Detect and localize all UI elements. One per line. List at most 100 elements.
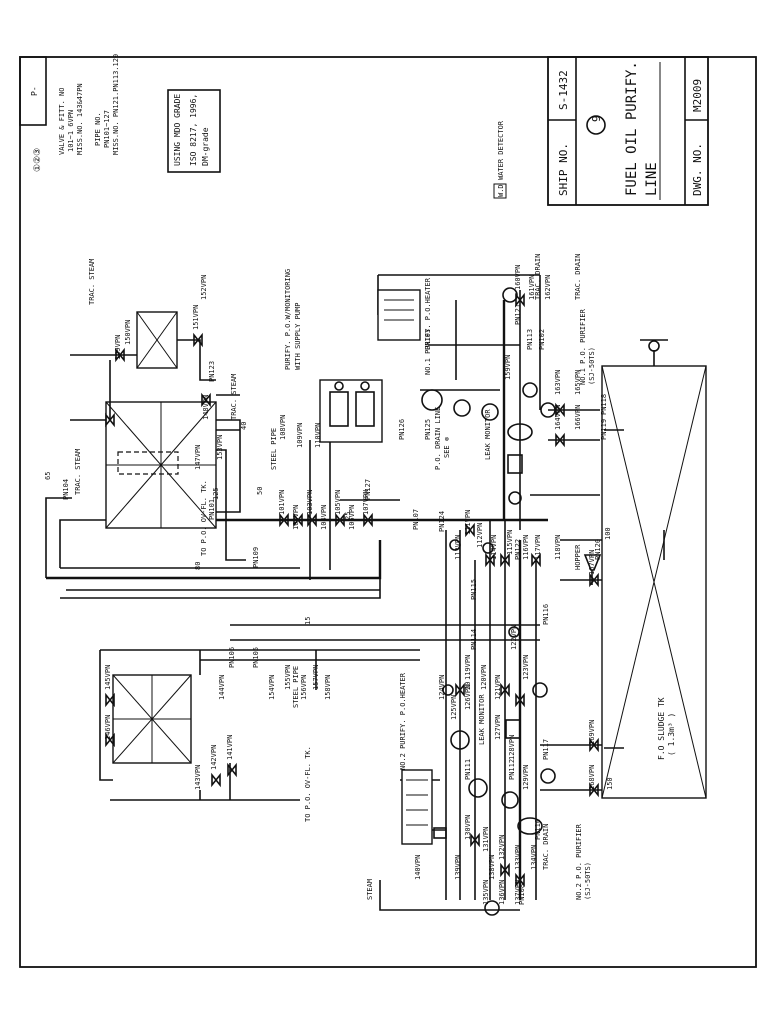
pipe-tag: PN120 bbox=[594, 539, 602, 560]
valve-tag: 103VPN bbox=[306, 490, 314, 515]
valve-symbol bbox=[293, 512, 303, 528]
valve-tag: 150VPN bbox=[124, 320, 132, 345]
valve-tag: 155VPN bbox=[284, 665, 292, 690]
valve-tag: 117VPN bbox=[534, 535, 542, 560]
valve-tag: 145VPN bbox=[104, 665, 112, 690]
valve-tag: 107VPN bbox=[362, 490, 370, 515]
pipe-tag: PN108 bbox=[518, 884, 526, 905]
to-fo-ovfl-1: TO P.O. OV-FL. TK. bbox=[200, 480, 208, 556]
valve-tag: 126VPN bbox=[464, 685, 472, 710]
valve-symbol bbox=[105, 412, 115, 428]
valve-symbol bbox=[515, 692, 525, 708]
valve-tag: 169VPN bbox=[588, 720, 596, 745]
valve-symbol bbox=[105, 732, 115, 748]
valve-tag: 166VPN bbox=[574, 405, 582, 430]
pipe-tag: PN116 bbox=[542, 604, 550, 625]
valve-symbol bbox=[455, 682, 465, 698]
settling-tank-upper bbox=[105, 401, 217, 529]
valve-tag: 118VPN bbox=[554, 535, 562, 560]
valve-tag: 101VPN bbox=[278, 490, 286, 515]
valve-symbol bbox=[531, 552, 541, 568]
valve-tag: 146VPN bbox=[104, 715, 112, 740]
valve-tag: 109VPN bbox=[296, 423, 304, 448]
valve-tag: 115VPN bbox=[506, 530, 514, 555]
upper-heater-cluster bbox=[377, 287, 556, 505]
valve-tag: 136VPN bbox=[498, 880, 506, 905]
valve-tag: 108VPN bbox=[279, 415, 287, 440]
pipe-tag: PN126 bbox=[398, 419, 406, 440]
valve-tag: 128VPN bbox=[508, 735, 516, 760]
see-label: SEE ⊗ bbox=[443, 437, 451, 458]
pipe-no-1: PIPE NO. bbox=[94, 112, 102, 146]
pipe-size-tag: 80 bbox=[194, 562, 202, 570]
valve-tag: 156VPN bbox=[300, 675, 308, 700]
sheet-border bbox=[19, 56, 757, 968]
valve-symbol bbox=[105, 692, 115, 708]
leak-monitor-2: LEAK MONITOR bbox=[478, 694, 486, 745]
valve-tag: 140VPN bbox=[414, 855, 422, 880]
title-block: SHIP NO. S-1432 9 FUEL OIL PURIFY. LINE … bbox=[547, 56, 709, 206]
pipe-tag: PN105 bbox=[252, 647, 260, 668]
pipe-tag: PN107 bbox=[412, 509, 420, 530]
pipe-tag: PN103 bbox=[424, 329, 432, 350]
pipe-tag: PN123 bbox=[208, 361, 216, 382]
pipe-tag: PN112 bbox=[508, 759, 516, 780]
pipe-tag: PN102 bbox=[538, 329, 546, 350]
valve-symbol bbox=[589, 782, 599, 798]
valve-tag: 149VPN bbox=[114, 335, 122, 360]
valve-tags: 101VPN102VPN103VPN104VPN105VPN106VPN107V… bbox=[104, 265, 596, 905]
valve-symbol bbox=[335, 512, 345, 528]
valve-tag: 125VPN bbox=[450, 695, 458, 720]
trac-steam-label-3: TRAC. STEAM bbox=[74, 449, 82, 495]
purifier-2-label: NO.2 P.O. PURIFIER bbox=[575, 823, 583, 900]
pipe-tag: PN109 bbox=[252, 547, 260, 568]
pipe-size-tag: 125 bbox=[212, 487, 220, 500]
ship-no-label: SHIP NO. bbox=[557, 143, 570, 196]
valve-symbol bbox=[500, 862, 510, 878]
pipe-tag: PN114 bbox=[470, 629, 478, 650]
pipe-size-tag: 40 bbox=[240, 422, 248, 430]
trac-drain-label-3: TRAC. DRAIN bbox=[542, 824, 550, 870]
valve-fitt-1: VALVE & FITT. NO bbox=[58, 88, 66, 155]
pipe-no-2: PN101~127 bbox=[103, 110, 111, 148]
valve-tag: 135VPN bbox=[482, 880, 490, 905]
valve-symbol bbox=[470, 832, 480, 848]
valve-tag: 104VPN bbox=[320, 505, 328, 530]
valve-tag: 165VPN bbox=[574, 370, 582, 395]
valve-symbols bbox=[105, 292, 599, 888]
to-fo-ovfl-2: TO P.O. OV-FL. TK. bbox=[304, 746, 312, 822]
pipe-tag: PN115 bbox=[470, 579, 478, 600]
purifier-pump-module bbox=[319, 379, 383, 443]
valve-symbol bbox=[227, 762, 237, 778]
sheet-no-circle bbox=[586, 115, 606, 135]
pipe-tag: PN111 bbox=[464, 759, 472, 780]
trac-drain-label-2: TRAC. DRAIN bbox=[574, 254, 582, 300]
purif-pump-label: PURIFY. P.O.W/MONITORING bbox=[284, 269, 292, 370]
valve-symbol bbox=[363, 512, 373, 528]
valve-tag: 137VPN bbox=[514, 880, 522, 905]
valve-tag: 114VPN bbox=[490, 535, 498, 560]
fo-sludge-tank: F.O SLUDGE TK ( 1.3m³ ) bbox=[601, 339, 707, 799]
valve-tag: 160VPN bbox=[514, 265, 522, 290]
using-grade-title: USING MDO GRADE bbox=[173, 94, 182, 166]
valve-tag: 116VPN bbox=[522, 535, 530, 560]
page-ref-box: P- bbox=[19, 56, 47, 126]
dwg-no-label: DWG. NO. bbox=[691, 143, 704, 196]
purifier-1-label: NO.1 P.O. PURIFIER bbox=[579, 308, 587, 385]
lower-heater-cluster bbox=[401, 539, 556, 916]
valve-tag: 134VPN bbox=[530, 845, 538, 870]
valve-tag: 148VPN bbox=[202, 395, 210, 420]
sheet-no: 9 bbox=[590, 115, 603, 122]
valve-tag: 141VPN bbox=[226, 735, 234, 760]
valve-symbol bbox=[589, 737, 599, 753]
valve-symbol bbox=[211, 772, 221, 788]
valve-tag: 138VPN bbox=[488, 855, 496, 880]
pipe-size-tag: 20 bbox=[464, 682, 472, 690]
valve-tag: 106VPN bbox=[348, 505, 356, 530]
page-ref: P- bbox=[30, 86, 39, 96]
valve-tag: 120VPN bbox=[480, 665, 488, 690]
valve-fitt-2: 101~1 6VPN bbox=[67, 110, 75, 152]
valve-tag: 167VPN bbox=[588, 550, 596, 575]
